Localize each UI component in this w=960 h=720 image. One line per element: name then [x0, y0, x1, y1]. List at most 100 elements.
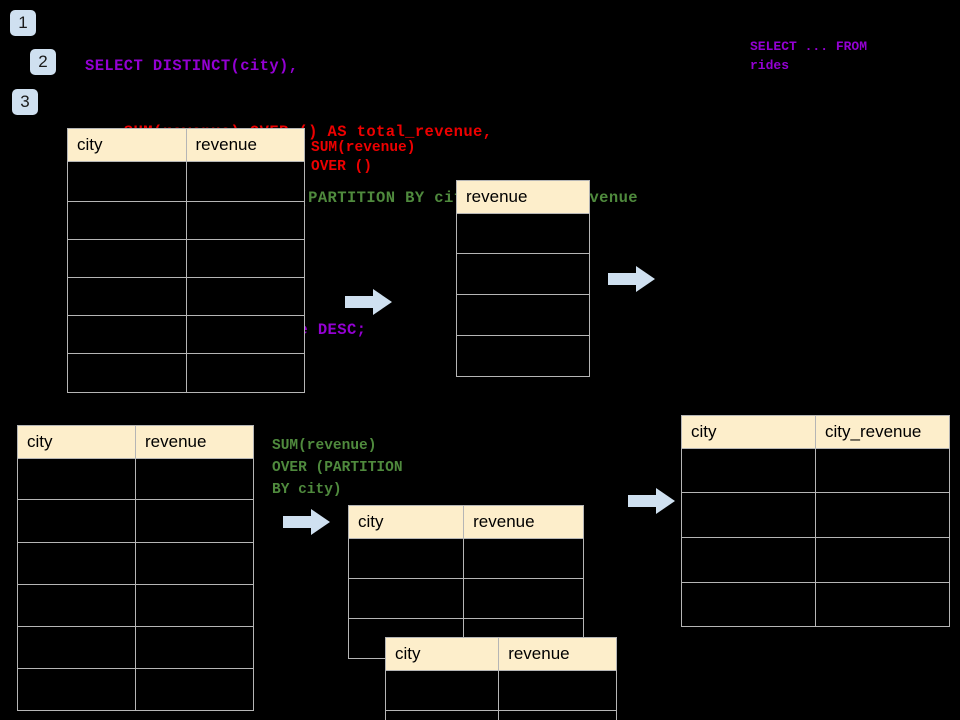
- table-row: [456, 213, 590, 254]
- step-badge-3[interactable]: 3: [12, 89, 38, 115]
- table-cell: [185, 201, 305, 240]
- annotation-sum-over-partition: SUM(revenue) OVER (PARTITION BY city): [272, 438, 403, 498]
- table-row: [681, 582, 950, 627]
- table-partition-front: city revenue: [384, 637, 617, 720]
- table-cell: [67, 353, 187, 393]
- table-cell: [681, 537, 816, 583]
- table-cell: [17, 626, 136, 669]
- table-cell: [456, 213, 590, 254]
- table-cell: [17, 542, 136, 585]
- table-cell: [456, 294, 590, 336]
- table-cell: [463, 578, 584, 619]
- table-row: [17, 668, 254, 711]
- table-row: [456, 294, 590, 336]
- table-source-bottom: city revenue: [17, 425, 254, 711]
- table-cell: [17, 668, 136, 711]
- column-header-city: city: [681, 415, 816, 449]
- table-cell: [185, 239, 305, 278]
- table-row: [67, 277, 305, 316]
- table-source-top: city revenue: [67, 128, 305, 393]
- step-badge-2[interactable]: 2: [30, 49, 56, 75]
- table-cell: [67, 161, 187, 202]
- table-cell: [347, 538, 465, 579]
- table-cell: [456, 335, 590, 377]
- table-cell: [135, 542, 254, 585]
- table-row: [67, 315, 305, 354]
- table-row: [17, 584, 254, 627]
- table-row: [67, 239, 305, 278]
- column-header-revenue: revenue: [135, 425, 254, 459]
- column-header-revenue: revenue: [463, 505, 584, 539]
- column-header-revenue: revenue: [185, 128, 305, 162]
- table-row: [67, 353, 305, 393]
- table-row: [17, 458, 254, 500]
- table-cell: [67, 239, 187, 278]
- table-cell: [815, 582, 950, 627]
- table-cell: [498, 670, 617, 711]
- table-row: [67, 161, 305, 202]
- table-row: [681, 492, 950, 538]
- table-cell: [498, 710, 617, 720]
- table-cell: [135, 626, 254, 669]
- table-cell: [815, 492, 950, 538]
- table-row: [347, 578, 584, 619]
- column-header-city: city: [384, 637, 500, 671]
- table-cell: [463, 538, 584, 579]
- table-cell: [681, 448, 816, 493]
- column-header-city-revenue: city_revenue: [815, 415, 950, 449]
- table-row: [681, 537, 950, 583]
- arrow-source-to-partition: [283, 508, 331, 541]
- table-row: [67, 201, 305, 240]
- column-header-revenue: revenue: [498, 637, 617, 671]
- table-cell: [135, 499, 254, 543]
- annotation-select-from: SELECT ... FROM rides: [750, 39, 868, 73]
- table-header-row: city revenue: [67, 128, 305, 162]
- table-cell: [384, 670, 500, 711]
- step-badge-1[interactable]: 1: [10, 10, 36, 36]
- table-header-row: city revenue: [384, 637, 617, 671]
- column-header-city: city: [17, 425, 136, 459]
- table-total-revenue: revenue: [456, 180, 590, 377]
- table-cell: [135, 584, 254, 627]
- table-row: [17, 542, 254, 585]
- table-cell: [17, 458, 136, 500]
- table-cell: [67, 201, 187, 240]
- column-header-city: city: [67, 128, 187, 162]
- table-cell: [185, 315, 305, 354]
- table-row: [347, 538, 584, 579]
- table-cell: [456, 253, 590, 295]
- table-cell: [185, 353, 305, 393]
- table-row: [456, 335, 590, 377]
- column-header-revenue: revenue: [456, 180, 590, 214]
- table-cell: [681, 582, 816, 627]
- table-cell: [17, 499, 136, 543]
- table-header-row: city city_revenue: [681, 415, 950, 449]
- table-cell: [135, 668, 254, 711]
- table-row: [681, 448, 950, 493]
- table-cell: [67, 277, 187, 316]
- annotation-sum-over-empty: SUM(revenue) OVER (): [311, 140, 416, 175]
- arrow-total-to-result: [608, 265, 656, 298]
- table-cell: [681, 492, 816, 538]
- table-header-row: city revenue: [17, 425, 254, 459]
- table-cell: [67, 315, 187, 354]
- table-row: [17, 499, 254, 543]
- table-row: [384, 670, 617, 711]
- table-cell: [347, 578, 465, 619]
- table-result: city city_revenue: [681, 415, 950, 627]
- table-row: [456, 253, 590, 295]
- table-row: [17, 626, 254, 669]
- table-header-row: city revenue: [347, 505, 584, 539]
- table-header-row: revenue: [456, 180, 590, 214]
- table-cell: [185, 161, 305, 202]
- table-cell: [185, 277, 305, 316]
- table-partition-back: city revenue: [347, 505, 584, 659]
- table-cell: [815, 537, 950, 583]
- table-cell: [384, 710, 500, 720]
- column-header-city: city: [347, 505, 465, 539]
- arrow-source-to-total: [345, 288, 393, 321]
- sql-line-1: SELECT DISTINCT(city),: [85, 57, 299, 75]
- table-cell: [135, 458, 254, 500]
- table-cell: [17, 584, 136, 627]
